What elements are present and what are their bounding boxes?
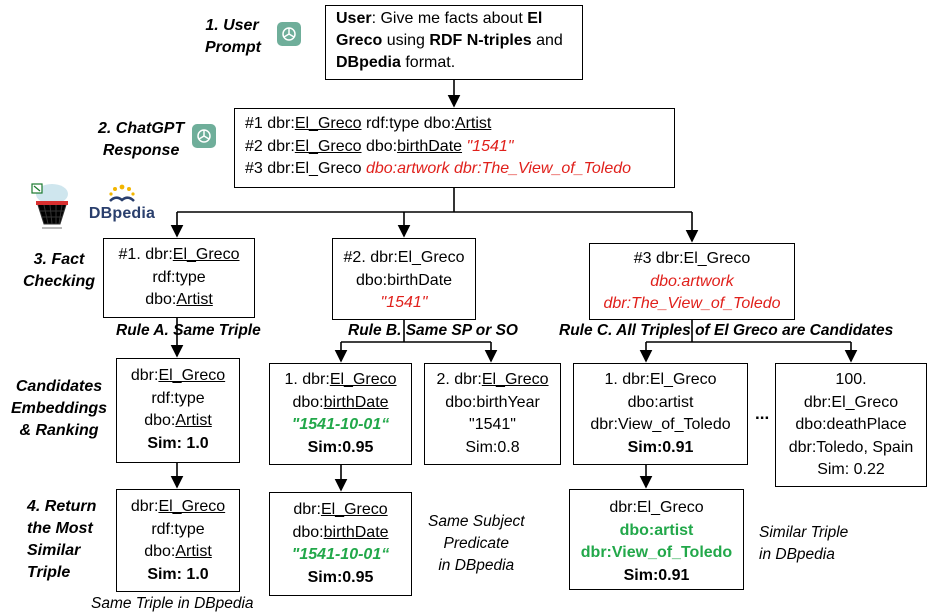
candidate-c100-box: 100. dbr:El_Greco dbo:deathPlace dbr:Tol… — [775, 363, 927, 487]
candidate-b1-box: 1. dbr:El_Greco dbo:birthDate "1541-10-0… — [269, 363, 412, 465]
fact-3-box: #3 dbr:El_Greco dbo:artwork dbr:The_View… — [589, 243, 795, 320]
fact-2-box: #2. dbr:El_Greco dbo:birthDate "1541" — [332, 238, 476, 320]
result-c-box: dbr:El_Greco dbo:artist dbr:View_of_Tole… — [569, 489, 744, 590]
result-b-box: dbr:El_Greco dbo:birthDate "1541-10-01“ … — [269, 492, 412, 596]
candidate-b2-box: 2. dbr:El_Greco dbo:birthYear "1541" Sim… — [424, 363, 561, 465]
note-a: Same Triple in DBpedia — [91, 595, 254, 612]
rule-b-label: Rule B. Same SP or SO — [348, 322, 518, 339]
chatgpt-icon — [277, 22, 301, 46]
result-a-box: dbr:El_Greco rdf:type dbo:Artist Sim: 1.… — [116, 489, 240, 592]
chatgpt-icon — [192, 124, 216, 148]
dbpedia-logo: DBpedia — [86, 183, 158, 229]
pokemon-basket-logo — [28, 182, 74, 232]
rule-a-label: Rule A. Same Triple — [116, 322, 261, 339]
chatgpt-response-box: #1 dbr:El_Greco rdf:type dbo:Artist #2 d… — [234, 108, 675, 188]
rule-c-label: Rule C. All Triples of El Greco are Cand… — [559, 322, 894, 339]
ellipsis: ... — [755, 404, 770, 423]
candidate-a-box: dbr:El_Greco rdf:type dbo:Artist Sim: 1.… — [116, 358, 240, 463]
user-prompt-box: User: Give me facts about El Greco using… — [325, 5, 583, 80]
fact-1-box: #1. dbr:El_Greco rdf:type dbo:Artist — [103, 238, 255, 318]
candidate-c1-box: 1. dbr:El_Greco dbo:artist dbr:View_of_T… — [573, 363, 748, 465]
